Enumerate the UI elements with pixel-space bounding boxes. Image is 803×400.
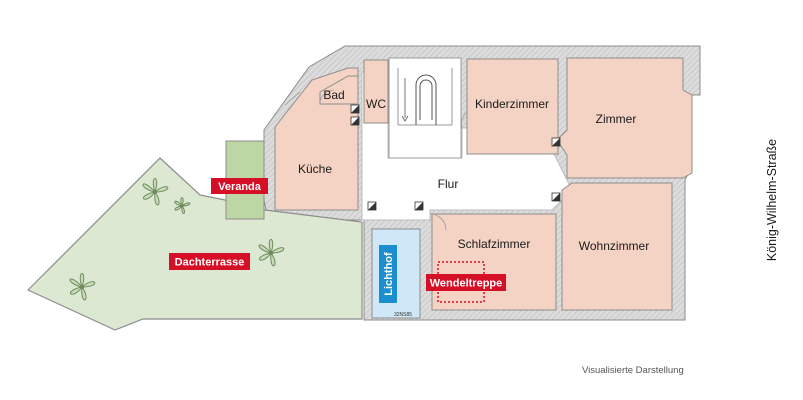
- door-swings: [284, 89, 468, 231]
- staircase: [388, 57, 462, 159]
- tag-dachterrasse-label: Dachterrasse: [175, 257, 245, 269]
- tag-wendeltreppe: Wendeltreppe: [426, 274, 506, 291]
- room-label-wohnzimmer: Wohnzimmer: [579, 239, 649, 253]
- room-schlafzimmer: [431, 213, 557, 311]
- tag-dachterrasse: Dachterrasse: [169, 253, 250, 270]
- room-label-kueche: Küche: [298, 162, 332, 176]
- room-label-kinderzimmer: Kinderzimmer: [475, 97, 549, 111]
- tag-wendeltreppe-label: Wendeltreppe: [430, 278, 503, 290]
- room-wc: [363, 59, 389, 124]
- room-label-bad: Bad: [323, 88, 344, 102]
- room-wohnzimmer: [561, 182, 673, 311]
- room-label-zimmer: Zimmer: [596, 112, 637, 126]
- plant-icon: [174, 197, 191, 214]
- terrace-area: [26, 157, 363, 331]
- tag-veranda-label: Veranda: [218, 181, 262, 193]
- tag-lichthof: Lichthof: [379, 245, 397, 303]
- room-label-flur: Flur: [438, 177, 459, 191]
- rooms: [274, 57, 693, 311]
- street-label: König-Wilhelm-Straße: [765, 139, 779, 261]
- plant-icon: [142, 178, 169, 206]
- tag-lichthof-label: Lichthof: [383, 252, 395, 296]
- caption: Visualisierte Darstellung: [582, 365, 684, 376]
- small-mark: 32NS85: [394, 312, 412, 318]
- tag-veranda: Veranda: [211, 178, 268, 194]
- shafts: [350, 104, 561, 211]
- room-kinderzimmer: [466, 58, 559, 155]
- room-zimmer: [556, 57, 693, 179]
- room-label-wc: WC: [366, 97, 386, 111]
- plant-icon: [258, 239, 285, 267]
- plant-icon: [69, 273, 96, 301]
- room-label-schlafzimmer: Schlafzimmer: [458, 237, 531, 251]
